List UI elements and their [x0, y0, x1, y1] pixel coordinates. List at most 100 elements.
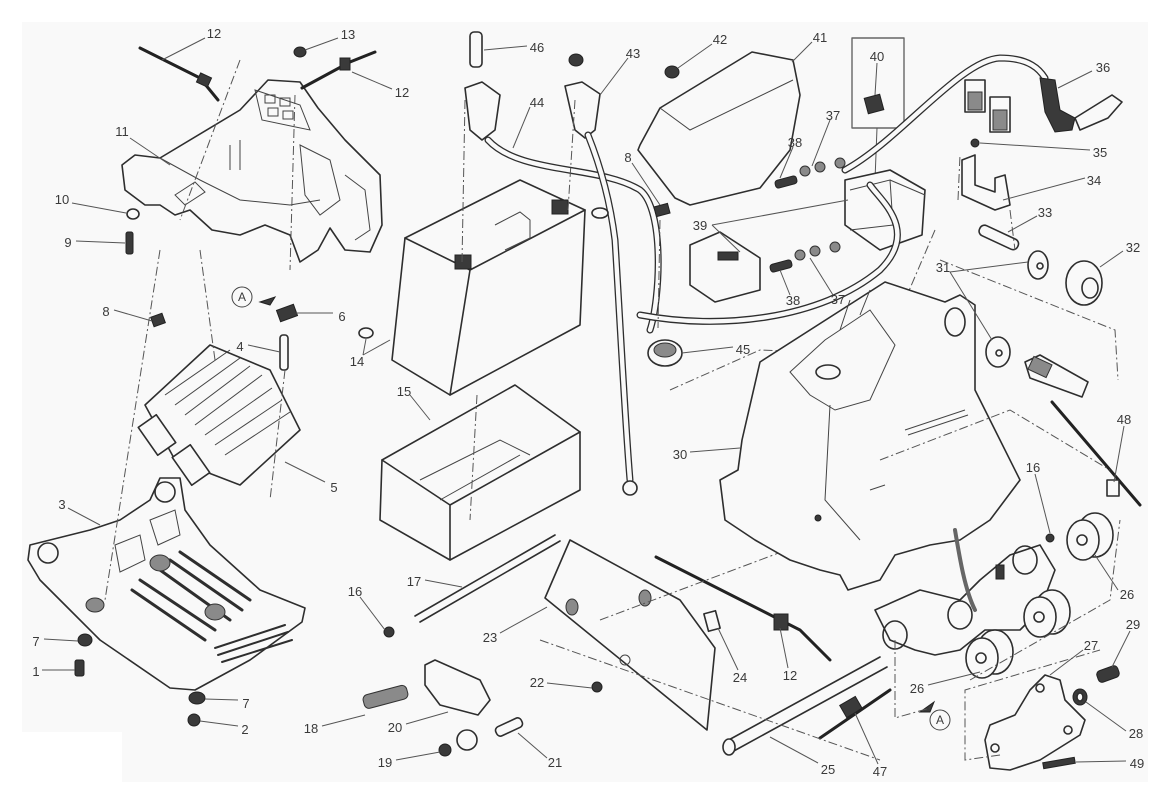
callout-leader-line: [599, 57, 629, 96]
callout-number: 27: [1084, 638, 1098, 653]
callout-leader-line: [811, 119, 831, 167]
part-38-bolt-a: [774, 175, 798, 189]
callout-leader-line: [631, 162, 661, 206]
callout-8: 8: [624, 150, 661, 206]
callout-leader-line: [779, 269, 791, 296]
part-32-bushing: [1065, 260, 1103, 306]
callout-number: 1: [32, 664, 39, 679]
callout-11: 11: [115, 124, 171, 166]
part-18-bolt: [362, 684, 409, 709]
part-7-grommet-a: [77, 633, 93, 647]
reference-marker-left: A: [231, 286, 277, 308]
callout-number: 43: [626, 46, 640, 61]
callout-43: 43: [599, 46, 640, 96]
part-40-frame: [851, 37, 905, 129]
part-40-fuse: [863, 93, 885, 115]
part-26-bushing-b: [1023, 589, 1071, 638]
callout-number: 14: [350, 354, 364, 369]
callout-leader-line: [362, 339, 391, 356]
part-26-bushing-c: [965, 629, 1014, 679]
callout-number: 23: [483, 630, 497, 645]
callout-number: 45: [736, 342, 750, 357]
callout-leader-line: [769, 736, 819, 764]
callout-number: 8: [624, 150, 631, 165]
part-24-clip: [703, 609, 721, 633]
callout-number: 18: [304, 721, 318, 736]
callout-15: 15: [397, 384, 431, 421]
callout-17: 17: [407, 574, 463, 589]
part-5-voltage-regulator: [137, 344, 301, 487]
callout-number: 7: [242, 696, 249, 711]
callout-number: 38: [788, 135, 802, 150]
callout-leader-line: [1094, 554, 1119, 591]
callout-36: 36: [1057, 60, 1110, 89]
callout-number: 3: [58, 497, 65, 512]
callout-leader-line: [113, 309, 153, 322]
callout-39: 39: [693, 199, 849, 253]
part-31-washer-b: [985, 336, 1011, 368]
part-23-plate: [544, 539, 716, 731]
callout-number: 46: [530, 40, 544, 55]
callout-33: 33: [1007, 205, 1052, 233]
part-6-clip: [275, 303, 299, 323]
part-3-skid-plate: [27, 477, 306, 691]
callout-37: 37: [809, 257, 845, 307]
callout-8: 8: [102, 304, 153, 322]
svg-text:A: A: [238, 290, 246, 304]
callout-leader-line: [499, 606, 548, 634]
callout-leader-line: [874, 62, 878, 96]
callout-number: 37: [831, 292, 845, 307]
callout-leader-line: [512, 106, 531, 149]
part-group-top-right: [636, 37, 1123, 398]
callout-number: 2: [241, 722, 248, 737]
callout-23: 23: [483, 606, 548, 645]
callout-9: 9: [64, 235, 126, 250]
part-20-bracket: [424, 659, 491, 716]
callout-44: 44: [512, 95, 544, 149]
callout-leader-line: [362, 338, 367, 356]
callout-number: 21: [548, 755, 562, 770]
part-26-bushing-a: [1066, 512, 1114, 561]
callout-12: 12: [779, 627, 797, 683]
callout-number: 26: [1120, 587, 1134, 602]
part-1-bolt: [74, 659, 85, 677]
callout-number: 41: [813, 30, 827, 45]
callout-leader-line: [979, 142, 1091, 151]
callout-10: 10: [55, 192, 127, 214]
callout-1: 1: [32, 664, 75, 679]
callout-number: 33: [1038, 205, 1052, 220]
callout-number: 39: [693, 218, 707, 233]
callout-number: 20: [388, 720, 402, 735]
part-21-bolt: [494, 717, 524, 737]
callout-leader-line: [247, 344, 281, 353]
callout-number: 10: [55, 192, 69, 207]
callout-29: 29: [1111, 617, 1140, 668]
callout-leader-line: [424, 579, 463, 588]
part-49-pin: [1042, 756, 1076, 770]
callout-leader-line: [284, 461, 326, 483]
callout-leader-line: [75, 240, 126, 244]
callout-number: 12: [207, 26, 221, 41]
part-14-washer: [358, 327, 374, 339]
callout-40: 40: [870, 49, 884, 96]
callout-number: 40: [870, 49, 884, 64]
callout-35: 35: [979, 142, 1107, 160]
part-38-bolt-b: [769, 259, 793, 273]
callout-5: 5: [284, 461, 338, 495]
callout-leader-line: [43, 638, 79, 642]
callout-16: 16: [348, 584, 386, 631]
callout-leader-line: [1007, 215, 1038, 233]
callout-number: 48: [1117, 412, 1131, 427]
callout-leader-line: [717, 627, 739, 671]
callout-31: 31: [936, 260, 1029, 341]
callout-number: 5: [330, 480, 337, 495]
callout-number: 42: [713, 32, 727, 47]
callout-number: 35: [1093, 145, 1107, 160]
part-44-battery-lead: [464, 81, 501, 141]
part-46-terminal-bolt: [469, 31, 483, 68]
callout-number: 36: [1096, 60, 1110, 75]
callout-26: 26: [1094, 554, 1134, 602]
callout-46: 46: [483, 40, 544, 55]
